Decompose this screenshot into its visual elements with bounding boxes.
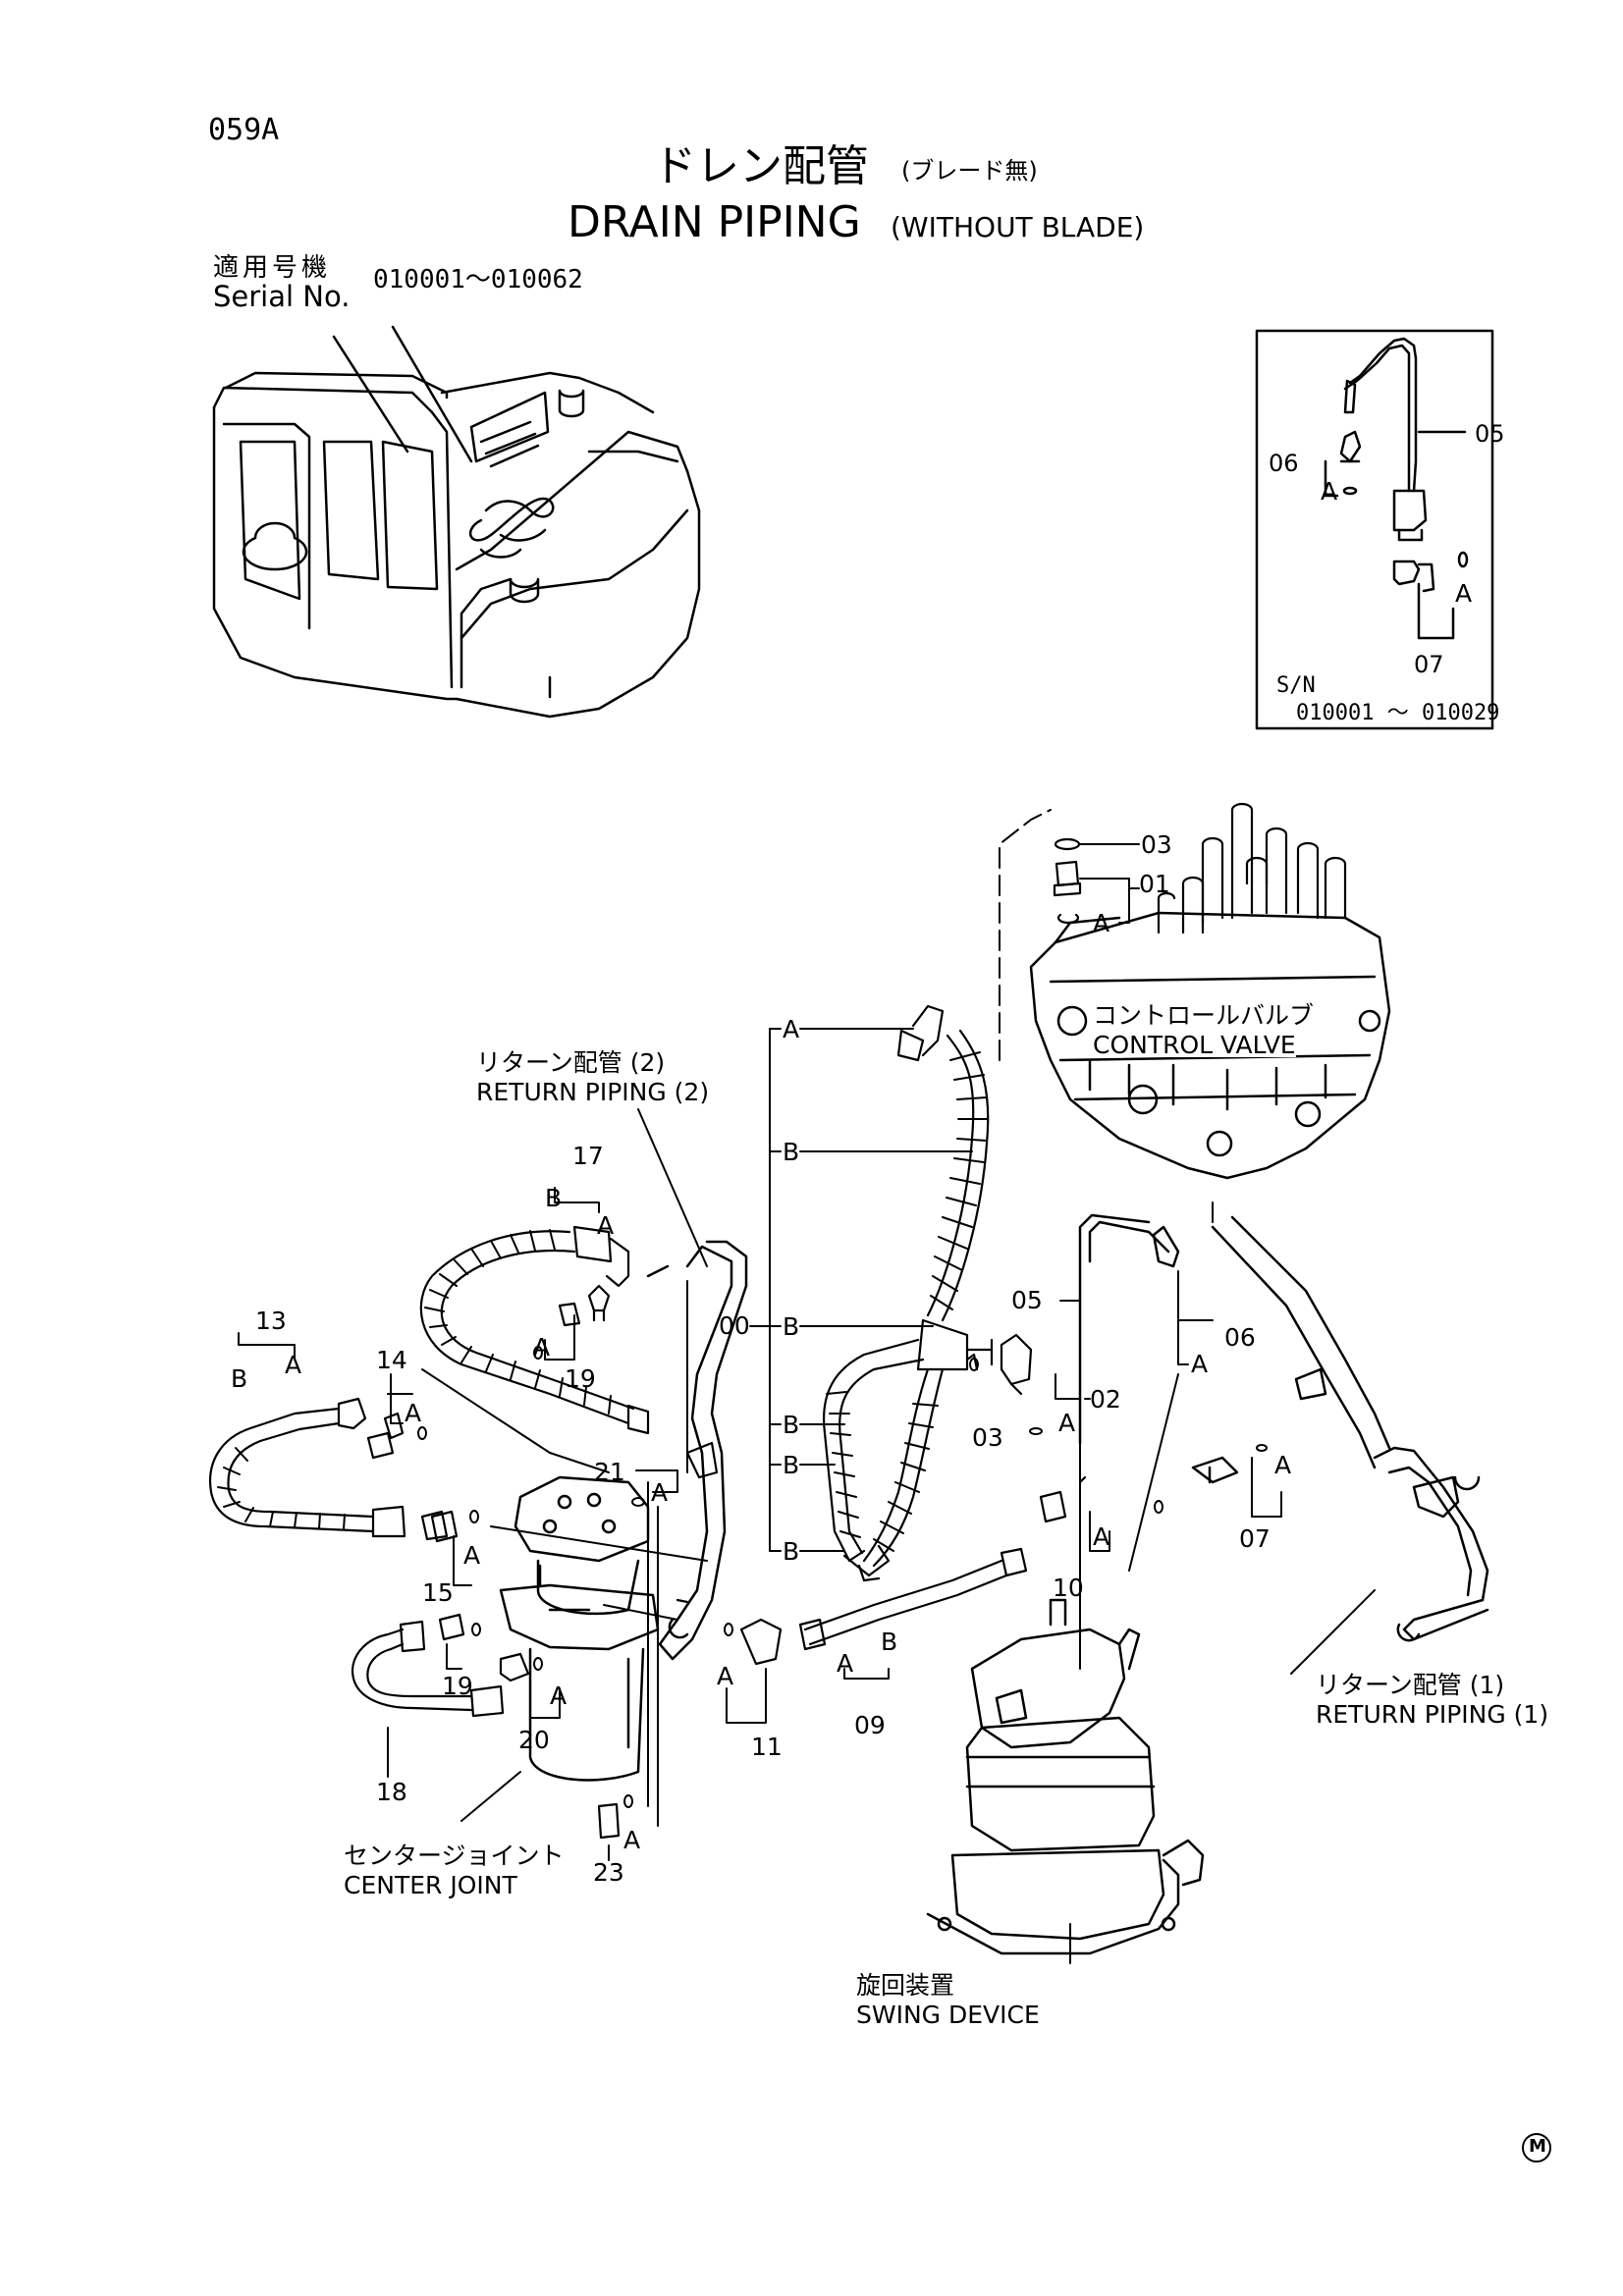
letter-b-13: B — [231, 1364, 248, 1393]
return-piping-1-label-en: RETURN PIPING (1) — [1316, 1700, 1549, 1729]
swing-device-label-en: SWING DEVICE — [856, 2001, 1040, 2029]
callout-23: 23 — [593, 1858, 624, 1887]
letter-a-10: A — [1093, 1522, 1110, 1551]
inset-panel — [1255, 329, 1494, 730]
letter-a-11: A — [717, 1662, 734, 1690]
registered-mark-circle — [1522, 2133, 1551, 2163]
control-valve-label-jp: コントロールバルブ — [1093, 1001, 1315, 1030]
title-jp: ドレン配管 — [653, 141, 869, 191]
callout-13: 13 — [255, 1307, 287, 1335]
letter-a-07: A — [1274, 1451, 1292, 1479]
letter-a-15: A — [463, 1541, 481, 1570]
inset-sn-range: 010001 ～ 010029 — [1296, 701, 1500, 725]
serial-label-en: Serial No. — [213, 280, 351, 313]
control-valve — [1029, 802, 1391, 1180]
callout-19-lower: 19 — [442, 1672, 473, 1700]
letter-a-09: A — [837, 1649, 854, 1678]
callout-21: 21 — [594, 1458, 625, 1486]
inset-sn-label: S/N — [1276, 673, 1316, 698]
serial-label-jp: 適用号機 — [213, 253, 332, 283]
callout-00: 00 — [719, 1311, 750, 1340]
return-piping-2-label-en: RETURN PIPING (2) — [476, 1078, 710, 1106]
letter-b-00-5: B — [783, 1537, 800, 1566]
return-piping-1-label-jp: リターン配管 (1) — [1316, 1671, 1505, 1699]
letter-a-02: A — [1058, 1409, 1076, 1437]
callout-01: 01 — [1139, 870, 1170, 898]
letter-a-14: A — [405, 1399, 422, 1427]
letter-a-00: A — [783, 1015, 800, 1043]
inset-callout-07: 07 — [1414, 651, 1444, 678]
center-joint-label-jp: センタージョイント — [344, 1842, 565, 1870]
callout-07: 07 — [1239, 1524, 1271, 1553]
excavator-overview — [212, 325, 701, 719]
swing-device — [926, 1598, 1205, 1955]
letter-b-00-2: B — [783, 1312, 800, 1341]
leader-lines — [238, 809, 1376, 1964]
inset-letter-a-2: A — [1455, 579, 1473, 608]
callout-19-upper: 19 — [565, 1364, 596, 1393]
letter-b-00-3: B — [783, 1411, 800, 1439]
title-en-sub: (WITHOUT BLADE) — [891, 211, 1145, 243]
callout-15: 15 — [422, 1578, 454, 1607]
letter-a-06: A — [1191, 1350, 1209, 1378]
letter-b-17: B — [545, 1184, 563, 1212]
letter-a-13: A — [285, 1351, 302, 1379]
inset-callout-06: 06 — [1269, 450, 1299, 477]
return-piping-2 — [646, 1240, 748, 1661]
callout-10: 10 — [1053, 1574, 1084, 1602]
title-jp-sub: (ブレード無) — [901, 157, 1038, 185]
control-valve-label-en: CONTROL VALVE — [1093, 1031, 1296, 1059]
center-joint-label-en: CENTER JOINT — [344, 1871, 517, 1899]
callout-20: 20 — [518, 1726, 550, 1754]
callout-11: 11 — [751, 1733, 783, 1761]
letter-b-00-1: B — [783, 1138, 800, 1166]
letter-a-23: A — [623, 1826, 641, 1854]
callout-17: 17 — [572, 1142, 604, 1170]
callout-02: 02 — [1090, 1385, 1121, 1414]
registered-mark: M — [1529, 2136, 1546, 2157]
hose-18 — [351, 1620, 505, 1718]
title-en: DRAIN PIPING — [568, 197, 861, 247]
callout-06: 06 — [1224, 1323, 1256, 1352]
return-piping-2-label-jp: リターン配管 (2) — [476, 1048, 666, 1077]
callout-09: 09 — [854, 1711, 886, 1739]
hose-00 — [823, 1004, 994, 1582]
callout-03-lower: 03 — [972, 1423, 1003, 1452]
callout-14: 14 — [376, 1346, 407, 1374]
callout-03-upper: 03 — [1141, 830, 1172, 859]
letter-a-19: A — [533, 1333, 551, 1362]
letter-a-17: A — [597, 1211, 615, 1240]
return-piping-1 — [1078, 1213, 1489, 1642]
inset-letter-a-1: A — [1321, 477, 1338, 506]
inset-callout-05: 05 — [1475, 420, 1505, 448]
hose-17 — [419, 1225, 650, 1435]
callout-05: 05 — [1011, 1286, 1043, 1314]
letter-b-00-4: B — [783, 1451, 800, 1479]
letter-b-09: B — [881, 1628, 898, 1656]
serial-range: 010001～010062 — [373, 265, 583, 294]
letter-a-21: A — [651, 1478, 669, 1507]
swing-device-label-jp: 旋回装置 — [856, 1971, 955, 2000]
callout-18: 18 — [376, 1778, 407, 1806]
fittings — [366, 837, 1087, 1840]
page-code: 059A — [208, 113, 280, 147]
letter-a-01: A — [1093, 909, 1110, 937]
letter-a-20: A — [550, 1682, 568, 1710]
hose-13 — [208, 1397, 449, 1541]
